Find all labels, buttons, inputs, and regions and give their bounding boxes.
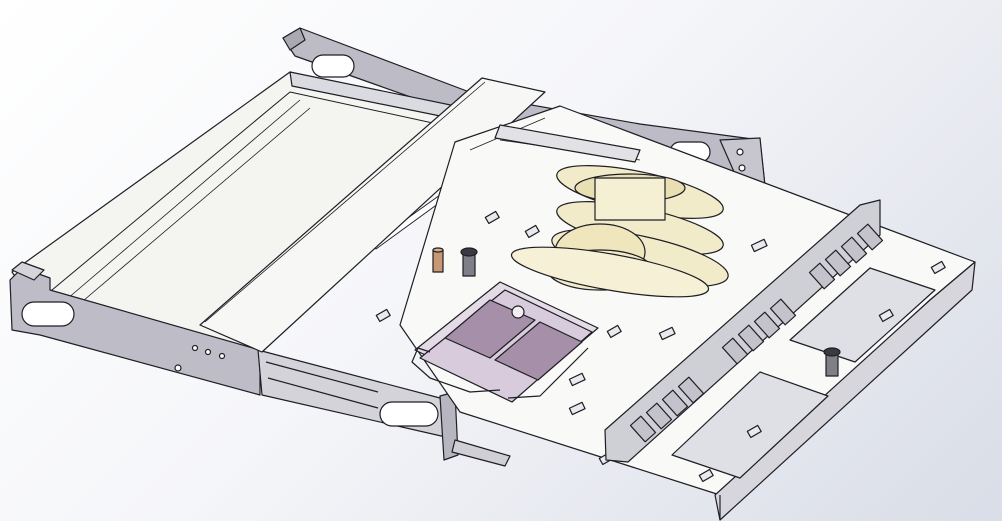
splice-tray-icon — [411, 281, 599, 403]
front-handle-slot — [379, 401, 439, 427]
fiber-adapter-icon — [629, 223, 884, 443]
drawer-plate — [399, 105, 976, 521]
adapter-bulkhead — [604, 199, 884, 463]
thumb-screw-icon — [432, 247, 841, 377]
cutout-lower — [671, 371, 829, 479]
left-ear-slot — [21, 301, 75, 327]
rear-slot-left — [311, 54, 355, 78]
cable-spool-icon — [510, 165, 729, 298]
slide-rail — [257, 349, 511, 467]
